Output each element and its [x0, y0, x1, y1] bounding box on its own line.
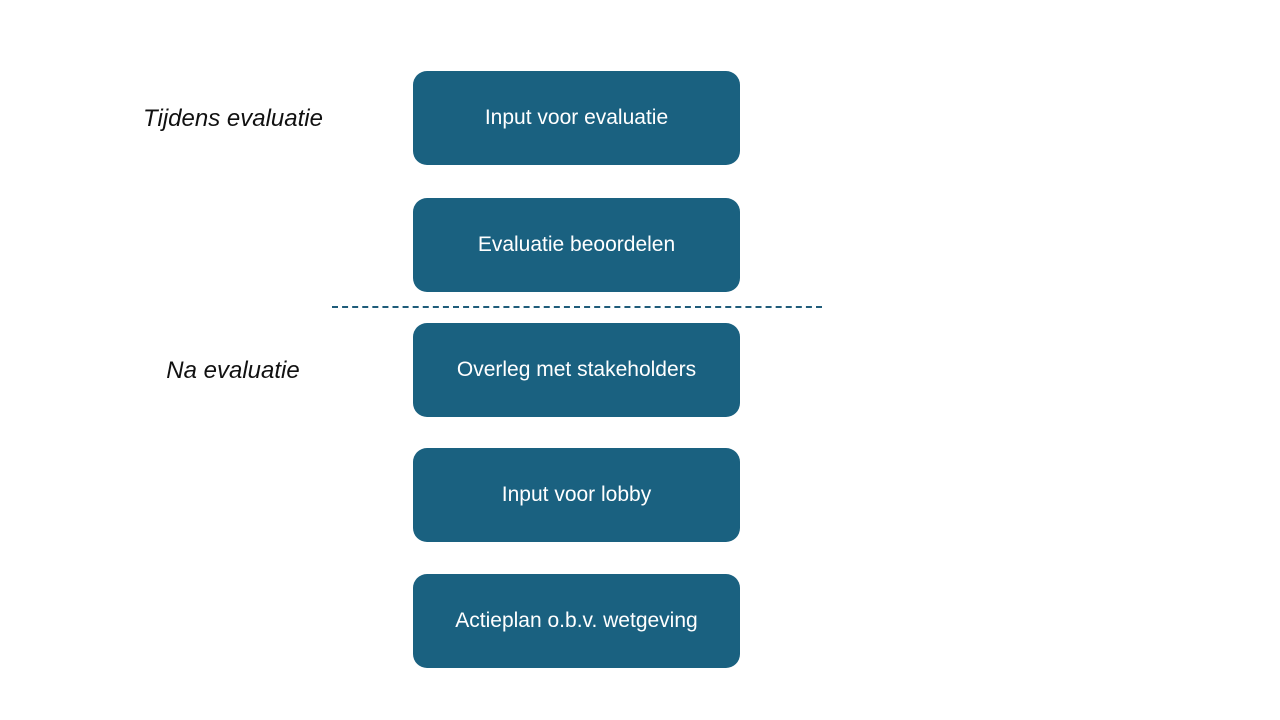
step-box-actieplan: Actieplan o.b.v. wetgeving: [413, 574, 740, 668]
step-box-input-voor-lobby: Input voor lobby: [413, 448, 740, 542]
step-label: Evaluatie beoordelen: [477, 233, 676, 256]
step-label: Actieplan o.b.v. wetgeving: [455, 609, 698, 632]
step-box-overleg-met-stakeholders: Overleg met stakeholders: [413, 323, 740, 417]
step-box-evaluatie-beoordelen: Evaluatie beoordelen: [413, 198, 740, 292]
phase-label-during: Tijdens evaluatie: [143, 105, 323, 132]
step-label: Input voor lobby: [501, 483, 652, 506]
step-box-input-voor-evaluatie: Input voor evaluatie: [413, 71, 740, 165]
step-label: Overleg met stakeholders: [456, 358, 697, 381]
phase-divider-line: [332, 306, 822, 308]
step-label: Input voor evaluatie: [484, 106, 669, 129]
phase-label-after: Na evaluatie: [166, 357, 300, 384]
